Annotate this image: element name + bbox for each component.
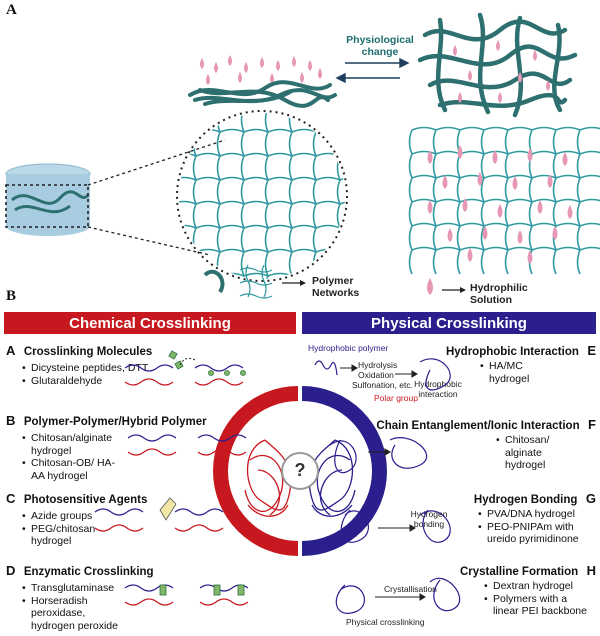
section-title: Enzymatic Crosslinking: [23, 566, 154, 578]
chemical-ring-half: [213, 386, 298, 556]
droplets-in-mesh: [427, 145, 573, 264]
physiological-change-label: Physiological change: [346, 34, 414, 58]
hydrogel-cylinder: [5, 163, 91, 236]
legend-polymer-icon: [203, 269, 225, 294]
swollen-mesh: [408, 126, 600, 275]
annotation-physical-crosslinking: Physical crosslinking: [346, 617, 425, 627]
collapsed-polymer: [188, 80, 337, 108]
bullet: PVA/DNA hydrogel: [478, 508, 598, 521]
panel-b-letter: B: [6, 288, 17, 304]
bullet: Polymers with a linear PEI backbone: [484, 593, 594, 618]
section-letter: F: [588, 417, 596, 432]
light-bolt-icon: [159, 497, 177, 521]
center-question-mark: ?: [294, 460, 306, 480]
legend-mesh-icon: [239, 264, 273, 299]
physical-schematics: [314, 358, 461, 614]
section-enzymatic-crosslinking: D Enzymatic Crosslinking Transglutaminas…: [6, 562, 206, 632]
bullet: Azide groups: [22, 510, 112, 523]
section-hydrogen-bonding: Hydrogen Bonding G: [440, 490, 596, 508]
legend-droplet-icon: [427, 278, 433, 295]
bullet: Transglutaminase: [22, 582, 127, 595]
section-title: Chain Entanglement/Ionic Interaction: [376, 420, 580, 432]
equilibrium-arrows: [335, 57, 410, 84]
bullet: Chitosan/alginate hydrogel: [22, 432, 127, 457]
section-photosensitive-agents: C Photosensitive Agents Azide groups PEG…: [6, 490, 206, 548]
annotation-sulfonation: Sulfonation, etc.: [352, 380, 413, 390]
section-title: Crystalline Formation: [459, 566, 579, 578]
section-hydrophobic-interaction: Hydrophobic Interaction E: [440, 342, 596, 360]
droplets-top-left: [200, 55, 322, 85]
bullet: Dextran hydrogel: [484, 580, 594, 593]
swollen-network: [417, 12, 578, 118]
center-question-circle: [281, 452, 319, 490]
droplets-in-swollen: [453, 40, 550, 103]
chemical-tangle: [244, 439, 292, 517]
annotation-oxidation: Oxidation: [358, 370, 394, 380]
legend-hydrophilic-solution: Hydrophilic Solution: [470, 282, 528, 306]
crosslinker-marks: [159, 350, 246, 596]
section-letter: D: [6, 563, 16, 578]
zoom-box: [5, 184, 89, 228]
section-letter: C: [6, 491, 16, 506]
bullet: Horseradish peroxidase, hydrogen peroxid…: [22, 595, 127, 633]
bullet: Glutaraldehyde: [22, 375, 206, 388]
bullet: HA/MC hydrogel: [480, 360, 560, 385]
bullet: Chitosan-OB/ HA-AA hydrogel: [22, 457, 127, 482]
section-letter: H: [586, 563, 596, 578]
physical-tangle: [308, 439, 356, 517]
section-letter: B: [6, 413, 16, 428]
chemical-crosslinking-banner: Chemical Crosslinking: [4, 312, 296, 334]
section-title: Polymer-Polymer/Hybrid Polymer: [23, 416, 207, 428]
annotation-polar-group: Polar group: [374, 393, 418, 403]
section-letter: E: [587, 343, 596, 358]
section-crosslinking-molecules: A Crosslinking Molecules Dicysteine pept…: [6, 342, 206, 387]
bullet: PEG/chitosan hydrogel: [22, 523, 112, 548]
bullet: PEO-PNIPAm with ureido pyrimidinone: [478, 521, 598, 546]
annotation-hydrophobic-polymer: Hydrophobic polymer: [308, 343, 389, 353]
section-crystalline-formation: Crystalline Formation H: [440, 562, 596, 580]
physical-arrows: [340, 364, 426, 601]
physical-crosslinking-banner: Physical Crosslinking: [302, 312, 596, 334]
section-chain-entanglement: Chain Entanglement/Ionic Interaction F: [360, 416, 596, 434]
section-title: Photosensitive Agents: [23, 494, 148, 506]
section-letter: A: [6, 343, 16, 358]
physical-ring-half: [302, 386, 387, 556]
annotation-hydrolysis: Hydrolysis: [358, 360, 398, 370]
bullet: Dicysteine peptides, DTT: [22, 362, 206, 375]
annotation-hydrophobic-interaction: Hydrophobic interaction: [414, 379, 462, 399]
annotation-hydrogen-bonding: Hydrogen bonding: [410, 509, 448, 529]
bullet: Chitosan/ alginate hydrogel: [496, 434, 566, 472]
section-title: Crosslinking Molecules: [23, 346, 153, 358]
section-letter: G: [585, 491, 596, 506]
annotation-crystallisation: Crystallisation: [384, 584, 437, 594]
section-title: Hydrogen Bonding: [473, 494, 578, 506]
legend-polymer-networks: Polymer Networks: [312, 275, 360, 299]
section-polymer-hybrid: B Polymer-Polymer/Hybrid Polymer Chitosa…: [6, 412, 226, 482]
panel-a-letter: A: [6, 2, 17, 18]
section-title: Hydrophobic Interaction: [445, 346, 579, 358]
